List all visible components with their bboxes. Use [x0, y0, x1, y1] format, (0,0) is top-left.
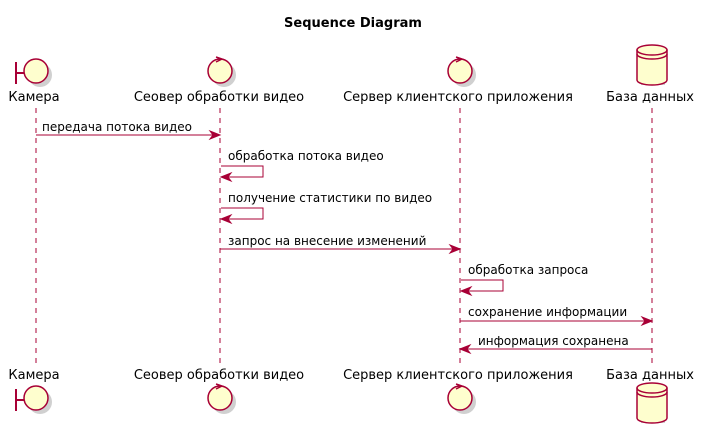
message-label: обработка потока видео: [228, 149, 384, 163]
message-1: передача потока видео: [36, 120, 222, 141]
message-label: обработка запроса: [468, 263, 588, 277]
message-3: получение статистики по видео: [219, 191, 432, 225]
message-label: запрос на внесение изменений: [228, 234, 426, 248]
participant-label-bottom: База данных: [606, 368, 694, 383]
database-icon: [636, 382, 668, 424]
message-label: информация сохранена: [478, 334, 629, 348]
message-label: передача потока видео: [42, 120, 192, 134]
diagram-title: Sequence Diagram: [284, 16, 422, 31]
participant-label-bottom: Сеовер обработки видео: [134, 368, 304, 383]
participant-label-bottom: Сервер клиентского приложения: [343, 368, 573, 383]
boundary-icon: [15, 385, 52, 414]
message-5: обработка запроса: [459, 263, 588, 297]
boundary-icon: [15, 58, 52, 87]
participant-label-top: База данных: [606, 90, 694, 105]
participant-label-top: Сеовер обработки видео: [134, 90, 304, 105]
database-icon: [636, 44, 668, 86]
participant-label-top: Камера: [8, 90, 59, 105]
message-7: информация сохранена: [458, 334, 652, 355]
participant-label-bottom: Камера: [8, 368, 59, 383]
participant-label-top: Сервер клиентского приложения: [343, 90, 573, 105]
control-icon: [447, 383, 476, 414]
message-label: получение статистики по видео: [228, 191, 432, 205]
control-icon: [207, 383, 236, 414]
control-icon: [447, 56, 476, 87]
message-6: сохранение информации: [460, 305, 654, 327]
message-4: запрос на внесение изменений: [220, 234, 462, 255]
message-label: сохранение информации: [468, 305, 627, 319]
message-2: обработка потока видео: [219, 149, 384, 183]
control-icon: [207, 56, 236, 87]
